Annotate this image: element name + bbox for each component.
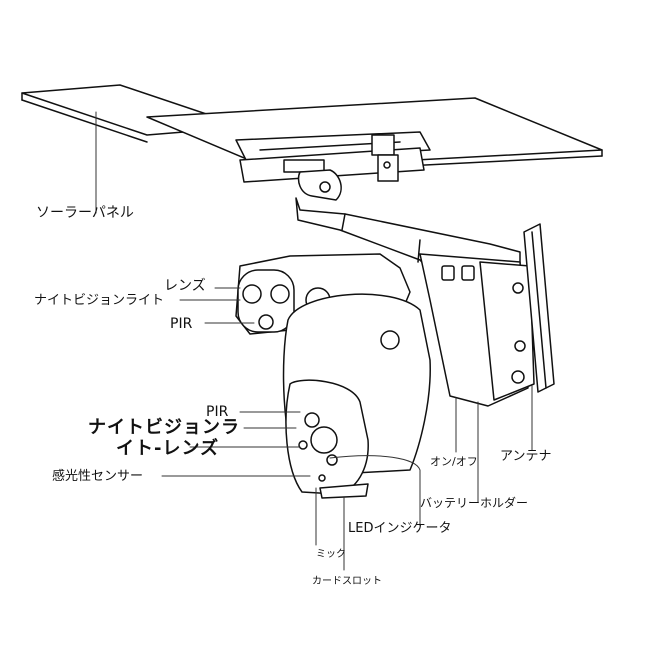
label-battery-holder: バッテリーホルダー (420, 496, 529, 510)
label-night-vision-lens-line1: ナイトビジョンラ (88, 417, 240, 438)
label-card-slot: カードスロット (312, 576, 382, 587)
label-light-sensor: 感光性センサー (52, 469, 144, 484)
leader-lines (95, 111, 533, 571)
antenna-drawing (523, 223, 555, 393)
label-lens: レンズ (164, 278, 206, 294)
label-night-vision-light: ナイトビジョンライト (34, 293, 165, 308)
label-pir-upper: PIR (170, 316, 193, 332)
label-power-switch: オン/オフ (430, 455, 478, 468)
label-solar-panel: ソーラーパネル (36, 205, 134, 221)
label-pir-lower: PIR (206, 404, 229, 420)
label-antenna: アンテナ (500, 449, 552, 464)
label-led-indicator: LEDインジケータ (348, 521, 452, 536)
label-night-vision-lens-line2: イト-レンズ (116, 438, 220, 459)
label-mic: ミック (316, 549, 346, 560)
panel-bracket-drawing (235, 131, 431, 183)
dome-camera-drawing (285, 379, 369, 499)
battery-housing-drawing (419, 253, 535, 407)
